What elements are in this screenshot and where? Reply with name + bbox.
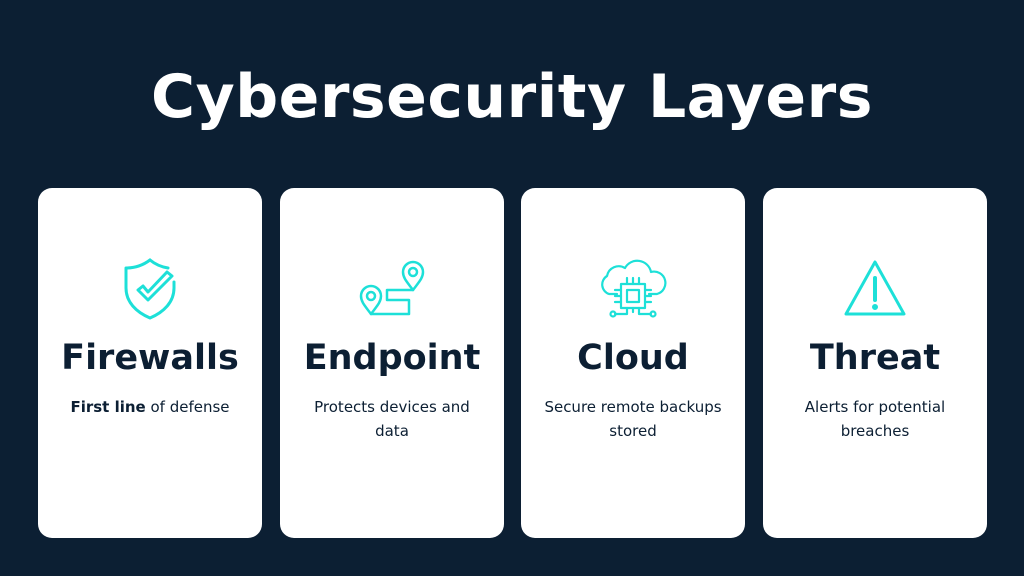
card-description: Secure remote backups stored [544,398,722,440]
card-cloud: Cloud Secure remote backups stored [521,188,745,538]
warning-triangle-icon [763,256,987,322]
card-description: First line of defense [58,395,242,419]
card-heading: Firewalls [61,338,239,378]
card-endpoint: Endpoint Protects devices and data [280,188,504,538]
desc-text: of defense [145,398,230,416]
card-description: Protects devices and data [314,398,470,440]
card-heading: Endpoint [303,338,481,378]
card-heading: Cloud [577,338,689,378]
shield-check-icon [38,256,262,322]
cloud-chip-icon [521,256,745,322]
page-title: Cybersecurity Layers [151,62,873,132]
card-threat: Threat Alerts for potential breaches [763,188,987,538]
card-description: Alerts for potential breaches [804,398,946,440]
route-pins-icon [280,256,504,322]
card-heading: Threat [809,338,941,378]
card-firewalls: Firewalls First line of defense [38,188,262,538]
desc-emphasis: First line [70,398,146,416]
